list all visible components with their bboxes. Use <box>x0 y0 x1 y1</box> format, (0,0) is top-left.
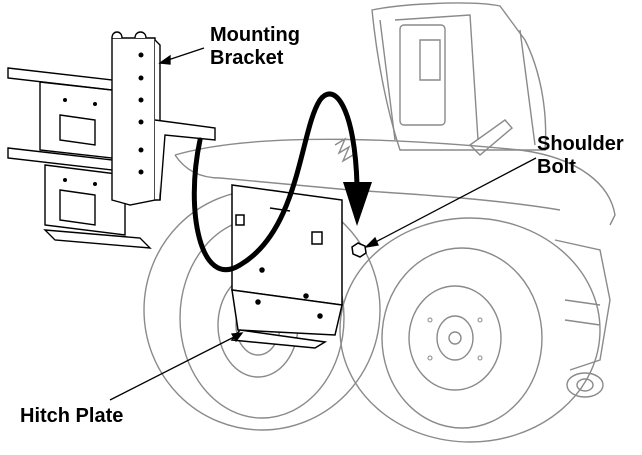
shoulder-bolt-illustration <box>351 242 367 258</box>
mounting-bracket-label-line1: Mounting <box>210 24 300 46</box>
shoulder-bolt-leader-arrowhead <box>364 236 379 248</box>
shoulder-bolt-label-line1: Shoulder <box>537 133 624 155</box>
shoulder-bolt-label: Shoulder Bolt <box>537 133 624 179</box>
mounting-bracket-leader-arrowhead <box>158 54 171 65</box>
leader-lines <box>109 47 537 401</box>
hitch-plate-label: Hitch Plate <box>20 405 124 427</box>
mounting-bracket-illustration <box>7 31 216 249</box>
shoulder-bolt-label-line2: Bolt <box>537 156 576 178</box>
curved-arrow-icon <box>191 91 372 273</box>
mounting-bracket-label-line2: Bracket <box>210 47 284 69</box>
hitch-plate-illustration <box>230 184 343 349</box>
hitch-plate-leader-arrowhead <box>230 332 244 343</box>
shoulder-bolt-leader <box>367 157 537 247</box>
mounting-bracket-label: Mounting Bracket <box>210 24 300 70</box>
hitch-plate-leader <box>109 333 241 401</box>
